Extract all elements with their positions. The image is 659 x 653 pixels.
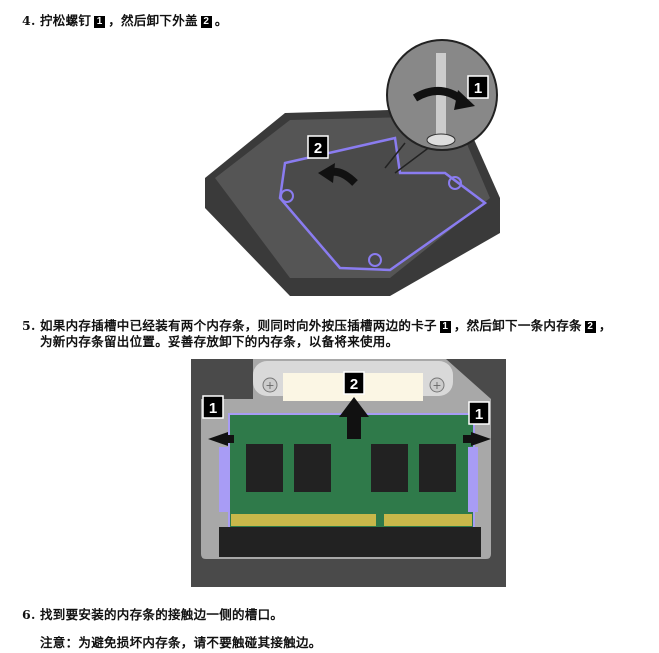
memory-slot [219, 527, 481, 557]
right-latch [468, 447, 478, 512]
note: 注意：为避免损坏内存条，请不要触碰其接触边。 [40, 632, 322, 651]
step-text: 如果内存插槽中已经装有两个内存条，则同时向外按压插槽两边的卡子 [40, 318, 437, 333]
note-text: 为避免损坏内存条，请不要触碰其接触边。 [78, 635, 322, 650]
step-6: 6. 找到要安装的内存条的接触边一侧的槽口。 [22, 604, 283, 623]
step-text: ，然后卸下一条内存条 [453, 318, 582, 333]
step-number: 4. [22, 13, 36, 28]
callout-badge: 1 [94, 16, 106, 28]
step-text: 。 [214, 13, 228, 28]
callout-badge: 2 [200, 16, 212, 28]
callout-1-right: 1 [475, 406, 483, 423]
step-number: 5. [22, 318, 36, 333]
figure-remove-cover: 1 2 [205, 39, 500, 296]
left-latch [219, 447, 229, 512]
callout-badge: 1 [439, 321, 451, 333]
step-text: ，然后卸下外盖 [108, 13, 198, 28]
step-5-line2: 为新内存条留出位置。妥善存放卸下的内存条，以备将来使用。 [40, 334, 399, 349]
svg-text:+: + [265, 379, 274, 392]
figure-remove-memory: + + 2 1 1 [191, 359, 506, 594]
callout-2: 2 [350, 376, 358, 393]
callout-1-left: 1 [209, 400, 217, 417]
callout-1: 1 [474, 80, 482, 97]
step-text: 找到要安装的内存条的接触边一侧的槽口。 [40, 607, 284, 622]
right-arrow-icon [463, 435, 473, 443]
callout-badge: 2 [584, 321, 596, 333]
step-text: ， [598, 318, 612, 333]
up-arrow-icon [339, 397, 369, 439]
callout-2: 2 [314, 140, 322, 157]
svg-text:+: + [432, 379, 441, 392]
step-number: 6. [22, 607, 36, 622]
left-arrow-icon [224, 435, 234, 443]
step-text: 拧松螺钉 [40, 13, 92, 28]
note-label: 注意： [40, 635, 79, 650]
